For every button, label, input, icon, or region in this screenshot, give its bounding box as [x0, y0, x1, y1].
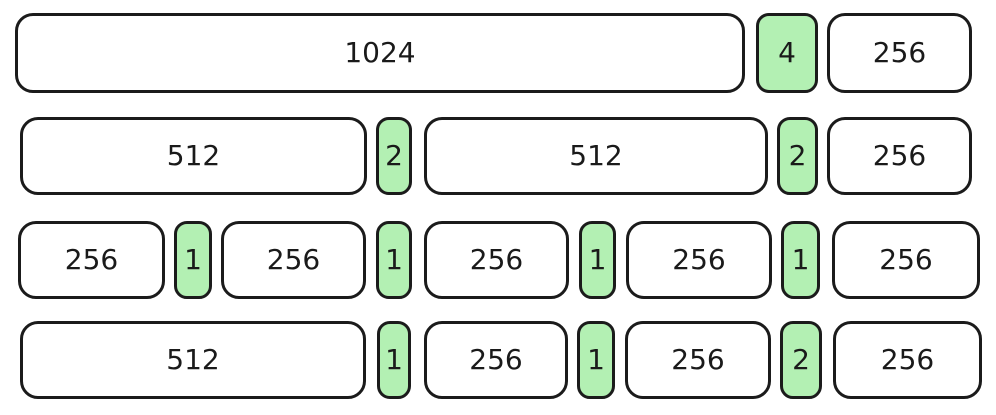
sequence-block: 256 — [221, 221, 366, 299]
padding-block: 4 — [756, 13, 818, 93]
padding-block: 1 — [577, 321, 615, 399]
sequence-block: 256 — [832, 221, 980, 299]
padding-block: 2 — [376, 117, 412, 195]
padding-block: 1 — [376, 221, 412, 299]
sequence-block: 512 — [20, 117, 367, 195]
sequence-block: 256 — [626, 221, 772, 299]
sequence-block: 256 — [424, 321, 568, 399]
padding-block: 1 — [781, 221, 820, 299]
sequence-block: 512 — [20, 321, 366, 399]
padding-block: 1 — [579, 221, 616, 299]
sequence-block: 256 — [827, 117, 972, 195]
padding-block: 2 — [777, 117, 818, 195]
padding-block: 1 — [377, 321, 411, 399]
sequence-block: 1024 — [15, 13, 745, 93]
sequence-block: 256 — [833, 321, 982, 399]
padding-block: 1 — [174, 221, 212, 299]
sequence-block: 256 — [18, 221, 165, 299]
sequence-block: 256 — [827, 13, 972, 93]
sequence-block: 256 — [424, 221, 569, 299]
sequence-block: 512 — [424, 117, 768, 195]
sequence-block: 256 — [625, 321, 771, 399]
padding-block: 2 — [780, 321, 822, 399]
